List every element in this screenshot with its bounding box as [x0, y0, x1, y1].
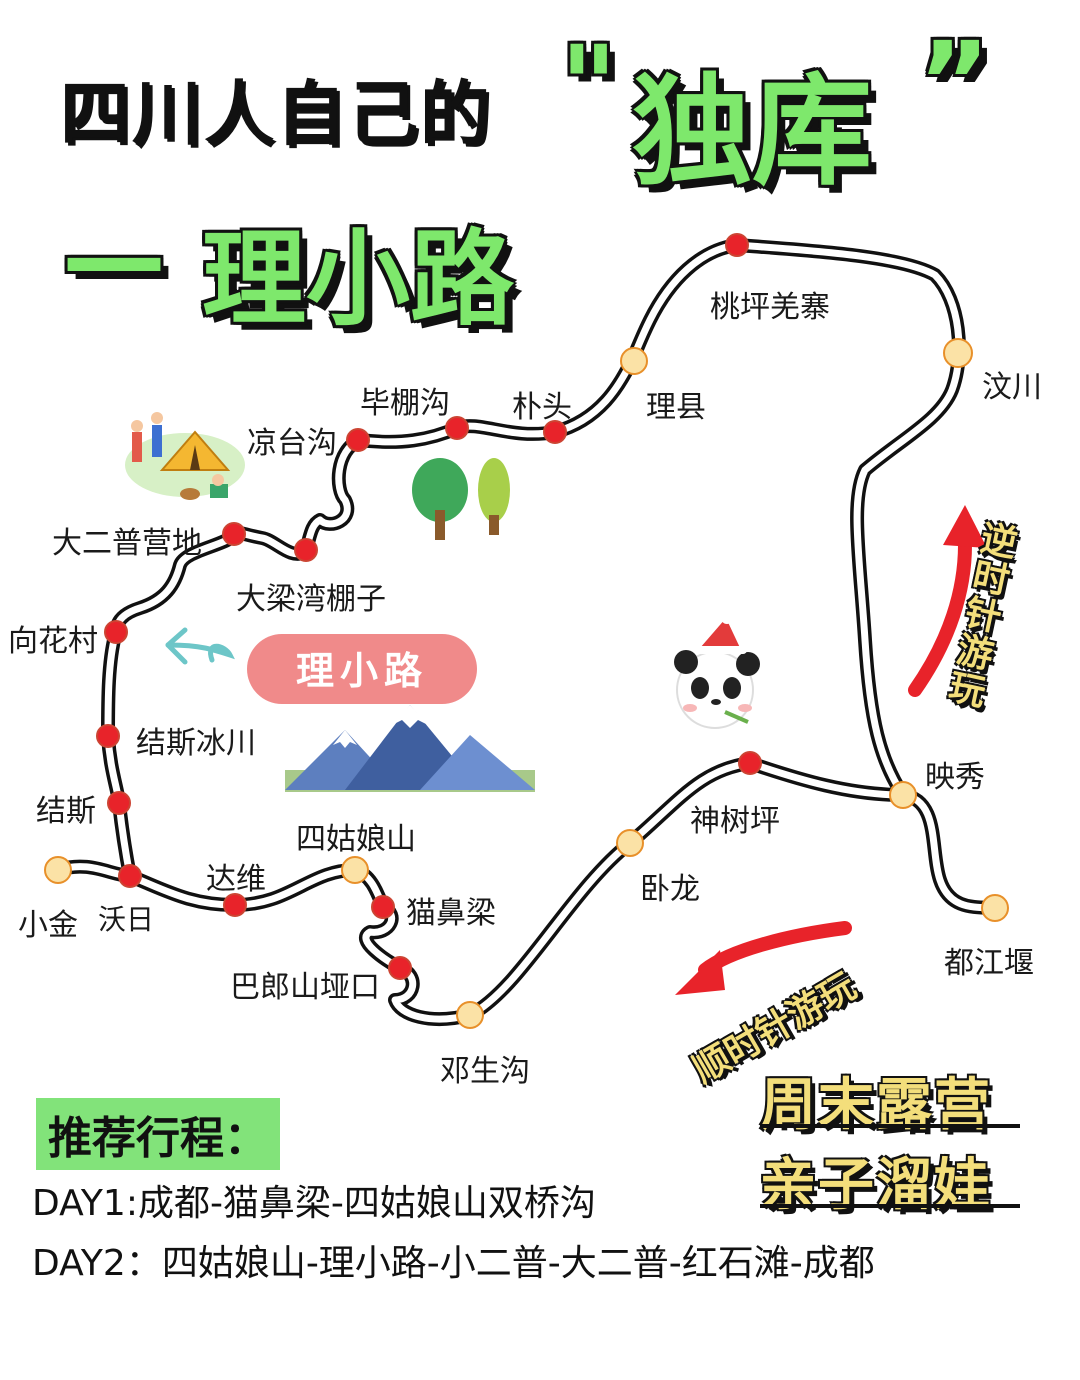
marker-taoping[interactable]	[725, 233, 749, 257]
stop-label-daliangwan: 大梁湾棚子	[236, 582, 386, 617]
marker-xianghuacun[interactable]	[104, 620, 128, 644]
map-badge: 理小路	[295, 649, 428, 693]
panda-icon	[674, 612, 760, 729]
stop-label-shenshuping: 神树坪	[690, 804, 780, 839]
title-line1-prefix: 四川人自己的	[60, 73, 492, 155]
stop-label-maobiliang: 猫鼻梁	[406, 896, 496, 931]
map-badge-pill	[247, 634, 477, 704]
title-highlight: 独库	[632, 63, 872, 202]
marker-bipenggou[interactable]	[445, 416, 469, 440]
marker-balangshan[interactable]	[388, 956, 412, 980]
stop-markers	[44, 233, 1009, 1029]
marker-liangtaigou[interactable]	[346, 428, 370, 452]
itinerary-day2: DAY2：四姑娘山-理小路-小二普-大二普-红石滩-成都	[32, 1243, 875, 1284]
badge-weekend-camping: 周末露营	[760, 1073, 992, 1138]
marker-putou[interactable]	[543, 420, 567, 444]
stop-label-dawei: 达维	[206, 862, 266, 897]
stop-label-siguniang: 四姑娘山	[296, 822, 416, 857]
stop-label-jiesi: 结斯	[36, 794, 96, 829]
stop-label-xianghuacun: 向花村	[8, 624, 98, 659]
marker-jiesibingchuan[interactable]	[96, 724, 120, 748]
swirl-arrow-icon	[165, 627, 235, 665]
badge-underline-1	[760, 1124, 1020, 1128]
marker-dawei[interactable]	[223, 893, 247, 917]
marker-lixian[interactable]	[620, 347, 648, 375]
title-line2: 理小路	[202, 218, 515, 340]
tree-icon	[412, 458, 510, 540]
stop-label-balangshan: 巴郎山垭口	[230, 970, 380, 1005]
stop-label-yingxiu: 映秀	[925, 760, 985, 795]
stop-label-dujiangyan: 都江堰	[944, 946, 1034, 981]
marker-wori[interactable]	[118, 864, 142, 888]
itinerary-day1: DAY1:成都-猫鼻梁-四姑娘山双桥沟	[32, 1183, 596, 1224]
counterclockwise-arrow	[908, 505, 987, 697]
stop-label-putou: 朴头	[512, 390, 572, 425]
stop-label-dengshenggou: 邓生沟	[440, 1054, 530, 1089]
title-open-quote: "	[560, 22, 618, 150]
stop-label-daerpu: 大二普营地	[52, 526, 202, 561]
stop-label-wolong: 卧龙	[640, 872, 700, 907]
stop-label-taoping: 桃坪羌寨	[710, 290, 830, 325]
marker-xiaojin[interactable]	[44, 856, 72, 884]
stop-label-lixian: 理县	[646, 390, 706, 425]
stop-label-jiesibingchuan: 结斯冰川	[136, 726, 256, 761]
marker-jiesi[interactable]	[107, 791, 131, 815]
marker-dengshenggou[interactable]	[456, 1001, 484, 1029]
title-close-quote: ”	[918, 18, 991, 146]
marker-wenchuan[interactable]	[943, 338, 973, 368]
stop-label-wenchuan: 汶川	[982, 370, 1042, 405]
marker-shenshuping[interactable]	[738, 751, 762, 775]
stop-label-xiaojin: 小金	[18, 908, 78, 943]
marker-dujiangyan[interactable]	[981, 894, 1009, 922]
clockwise-arrow	[675, 921, 852, 995]
badge-underline-2	[760, 1204, 1020, 1208]
marker-yingxiu[interactable]	[889, 781, 917, 809]
marker-daerpu[interactable]	[222, 522, 246, 546]
camping-illustration	[125, 412, 245, 500]
itinerary-heading: 推荐行程：	[36, 1098, 280, 1170]
marker-siguniang[interactable]	[341, 856, 369, 884]
route-road	[51, 238, 1002, 1027]
badge-family: 亲子溜娃	[760, 1153, 992, 1218]
marker-maobiliang[interactable]	[371, 895, 395, 919]
marker-wolong[interactable]	[616, 829, 644, 857]
stop-label-liangtaigou: 凉台沟	[247, 426, 337, 461]
marker-daliangwan[interactable]	[294, 538, 318, 562]
stop-label-bipenggou: 毕棚沟	[360, 386, 450, 421]
mountain-icon	[285, 705, 535, 792]
title-dash: —	[62, 196, 166, 318]
stop-label-wori: 沃日	[98, 903, 155, 936]
